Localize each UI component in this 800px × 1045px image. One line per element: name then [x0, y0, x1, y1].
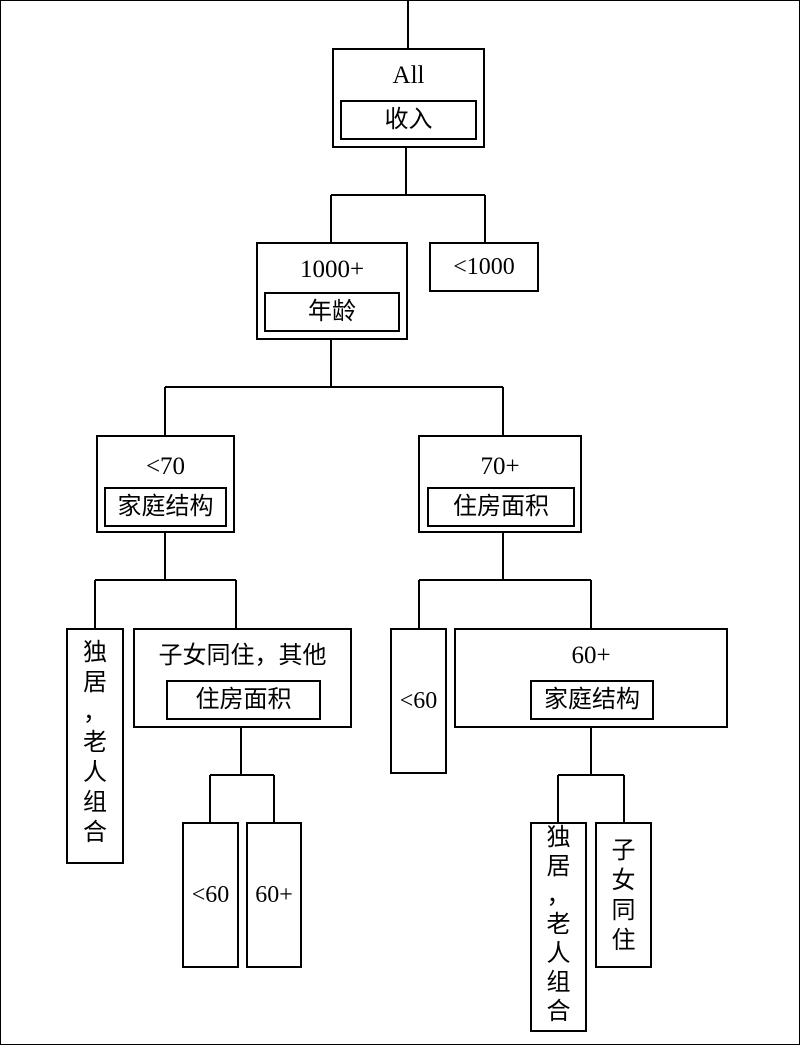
leaf-char: 组	[546, 970, 571, 996]
leaf-char: 住	[611, 928, 636, 954]
leaf-char: 老	[546, 912, 571, 938]
leaf-char: 老	[83, 730, 107, 756]
leaf-char: 居	[83, 670, 107, 696]
leaf-char: ，	[546, 883, 571, 909]
leaf-char: 居	[546, 854, 571, 880]
node-split-attribute: 家庭结构	[530, 680, 654, 720]
node-split-attribute: 年龄	[264, 292, 400, 332]
leaf-condition: 60+	[255, 881, 293, 908]
leaf-char: 合	[546, 999, 571, 1025]
node-condition: All	[392, 62, 425, 89]
leaf-young-children-small: <60	[182, 822, 239, 968]
leaf-char: 组	[83, 790, 107, 816]
leaf-char: 子	[611, 838, 636, 864]
node-condition: <70	[145, 453, 186, 480]
node-income-low: <1000	[429, 242, 539, 292]
leaf-char: 女	[611, 868, 636, 894]
node-split-attribute: 家庭结构	[104, 487, 227, 527]
leaf-char: 独	[546, 825, 571, 851]
node-split-attribute: 住房面积	[166, 680, 321, 720]
node-condition: 70+	[480, 453, 520, 480]
node-old-large: 60+ 家庭结构	[454, 628, 728, 728]
leaf-condition: <60	[399, 687, 438, 714]
leaf-char: 合	[83, 820, 107, 846]
node-condition: 60+	[571, 642, 611, 669]
leaf-old-large-children: 子 女 同 住	[595, 822, 652, 968]
leaf-char: ，	[83, 700, 107, 726]
leaf-old-small: <60	[390, 628, 447, 774]
leaf-young-alone: 独 居 ， 老 人 组 合	[66, 628, 124, 864]
node-age-old: 70+ 住房面积	[418, 435, 582, 533]
node-income-high: 1000+ 年龄	[256, 242, 408, 340]
node-split-attribute: 收入	[340, 100, 477, 140]
leaf-char: 同	[611, 898, 636, 924]
leaf-char: 独	[83, 640, 107, 666]
node-root: All 收入	[332, 48, 485, 148]
leaf-old-large-alone: 独 居 ， 老 人 组 合	[530, 822, 587, 1032]
leaf-vertical-text: 子 女 同 住	[597, 836, 650, 956]
node-split-attribute: 住房面积	[427, 487, 575, 527]
node-young-children: 子女同住，其他 住房面积	[133, 628, 352, 728]
leaf-char: 人	[83, 760, 107, 786]
node-condition: <1000	[453, 253, 515, 280]
node-condition: 1000+	[299, 256, 365, 283]
leaf-char: 人	[546, 941, 571, 967]
leaf-vertical-text: 独 居 ， 老 人 组 合	[532, 824, 585, 1027]
node-condition: 子女同住，其他	[158, 643, 327, 669]
leaf-vertical-text: 独 居 ， 老 人 组 合	[68, 638, 122, 848]
leaf-condition: <60	[191, 881, 230, 908]
node-age-young: <70 家庭结构	[96, 435, 235, 533]
leaf-young-children-large: 60+	[246, 822, 302, 968]
